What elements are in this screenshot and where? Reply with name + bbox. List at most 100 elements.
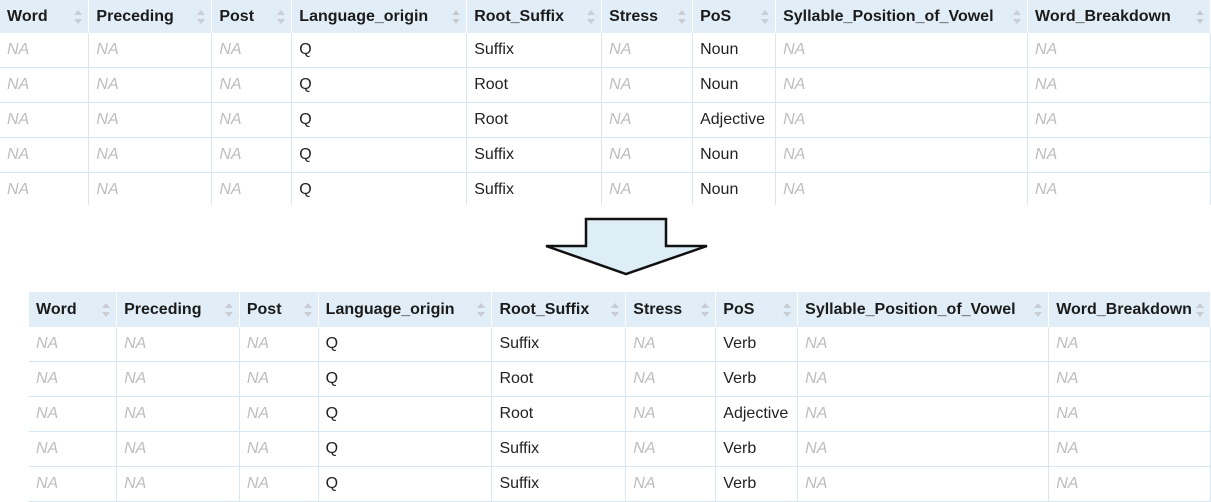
column-header-word-breakdown[interactable]: Word_Breakdown [1048,292,1211,327]
table-cell-pos: Verb [715,361,799,397]
sort-icon[interactable] [197,9,206,24]
table-cell-syllable-position-of-vowel: NA [797,396,1050,432]
table-cell-post: NA [239,431,319,467]
table-cell-word-breakdown: NA [1048,431,1211,467]
sort-icon[interactable] [1013,9,1022,24]
sort-icon[interactable] [277,9,286,24]
sort-icon[interactable] [701,302,710,317]
table-cell-post: NA [211,33,293,68]
column-header-label: Language_origin [325,300,455,318]
table-cell-language-origin: Q [318,327,493,362]
column-header-label: Stress [633,300,683,318]
table-cell-root-suffix: Suffix [491,327,627,362]
column-header-post[interactable]: Post [239,292,319,327]
table-cell-root-suffix: Suffix [491,466,627,502]
table-after-wrapper: Word Preceding Post Language_origin Root_Suf… [29,292,1211,502]
sort-icon[interactable] [224,302,233,317]
table-cell-word: NA [29,361,118,397]
table-cell-stress: NA [601,33,694,68]
table-cell-pos: Noun [692,33,777,68]
sort-icon[interactable] [587,9,596,24]
table-cell-post: NA [239,466,319,502]
table-cell-language-origin: Q [318,361,493,397]
table-cell-preceding: NA [116,466,240,502]
table-cell-pos: Verb [715,327,799,362]
table-cell-syllable-position-of-vowel: NA [797,327,1050,362]
table-cell-preceding: NA [116,327,240,362]
table-cell-stress: NA [601,172,694,205]
table-cell-preceding: NA [88,33,213,68]
table-cell-language-origin: Q [318,466,493,502]
column-header-language-origin[interactable]: Language_origin [318,292,493,327]
sort-icon[interactable] [303,302,312,317]
table-cell-post: NA [211,67,293,103]
column-header-language-origin[interactable]: Language_origin [291,0,468,33]
table-cell-language-origin: Q [291,137,468,173]
header-row: Word Preceding Post Language_origin Root_Suf… [29,292,1211,327]
table-cell-word: NA [29,466,118,502]
table-cell-syllable-position-of-vowel: NA [797,431,1050,467]
table-cell-stress: NA [601,102,694,138]
column-header-label: Stress [609,7,659,25]
column-header-preceding[interactable]: Preceding [116,292,240,327]
table-cell-language-origin: Q [291,33,468,68]
table-cell-syllable-position-of-vowel: NA [775,33,1029,68]
table-cell-preceding: NA [88,137,213,173]
sort-icon[interactable] [477,302,486,317]
sort-icon[interactable] [611,302,620,317]
column-header-syllable-position-of-vowel[interactable]: Syllable_Position_of_Vowel [775,0,1029,33]
table-cell-word: NA [0,102,90,138]
column-header-stress[interactable]: Stress [601,0,694,33]
table-cell-syllable-position-of-vowel: NA [797,361,1050,397]
table-cell-preceding: NA [116,431,240,467]
column-header-label: Post [219,7,255,25]
sort-icon[interactable] [1196,9,1204,24]
sort-icon[interactable] [761,9,770,24]
table-cell-word-breakdown: NA [1027,33,1211,68]
table-cell-language-origin: Q [318,431,493,467]
table-cell-preceding: NA [88,67,213,103]
sort-icon[interactable] [74,9,83,24]
sort-icon[interactable] [452,9,461,24]
table-cell-root-suffix: Suffix [466,137,603,173]
column-header-root-suffix[interactable]: Root_Suffix [491,292,627,327]
column-header-pos[interactable]: PoS [715,292,799,327]
table-cell-word-breakdown: NA [1048,396,1211,432]
table-cell-pos: Verb [715,466,799,502]
column-header-stress[interactable]: Stress [625,292,717,327]
sort-icon[interactable] [1196,302,1204,317]
table-cell-stress: NA [625,396,717,432]
table-cell-post: NA [239,396,319,432]
sort-icon[interactable] [783,302,792,317]
column-header-word[interactable]: Word [29,292,118,327]
sort-icon[interactable] [1034,302,1043,317]
column-header-preceding[interactable]: Preceding [88,0,213,33]
table-cell-syllable-position-of-vowel: NA [775,172,1029,205]
column-header-label: Word [7,7,48,25]
table-cell-word: NA [0,33,90,68]
table-cell-pos: Noun [692,137,777,173]
column-header-pos[interactable]: PoS [692,0,777,33]
sort-icon[interactable] [102,302,111,317]
column-header-post[interactable]: Post [211,0,293,33]
table-cell-language-origin: Q [318,396,493,432]
table-cell-stress: NA [625,327,717,362]
table-cell-root-suffix: Root [491,396,627,432]
column-header-label: Preceding [124,300,202,318]
column-header-word[interactable]: Word [0,0,90,33]
column-header-root-suffix[interactable]: Root_Suffix [466,0,603,33]
table-cell-preceding: NA [116,361,240,397]
column-header-word-breakdown[interactable]: Word_Breakdown [1027,0,1211,33]
table-cell-syllable-position-of-vowel: NA [775,67,1029,103]
column-header-syllable-position-of-vowel[interactable]: Syllable_Position_of_Vowel [797,292,1050,327]
down-arrow-icon [545,217,708,276]
table-cell-pos: Adjective [715,396,799,432]
sort-icon[interactable] [678,9,687,24]
